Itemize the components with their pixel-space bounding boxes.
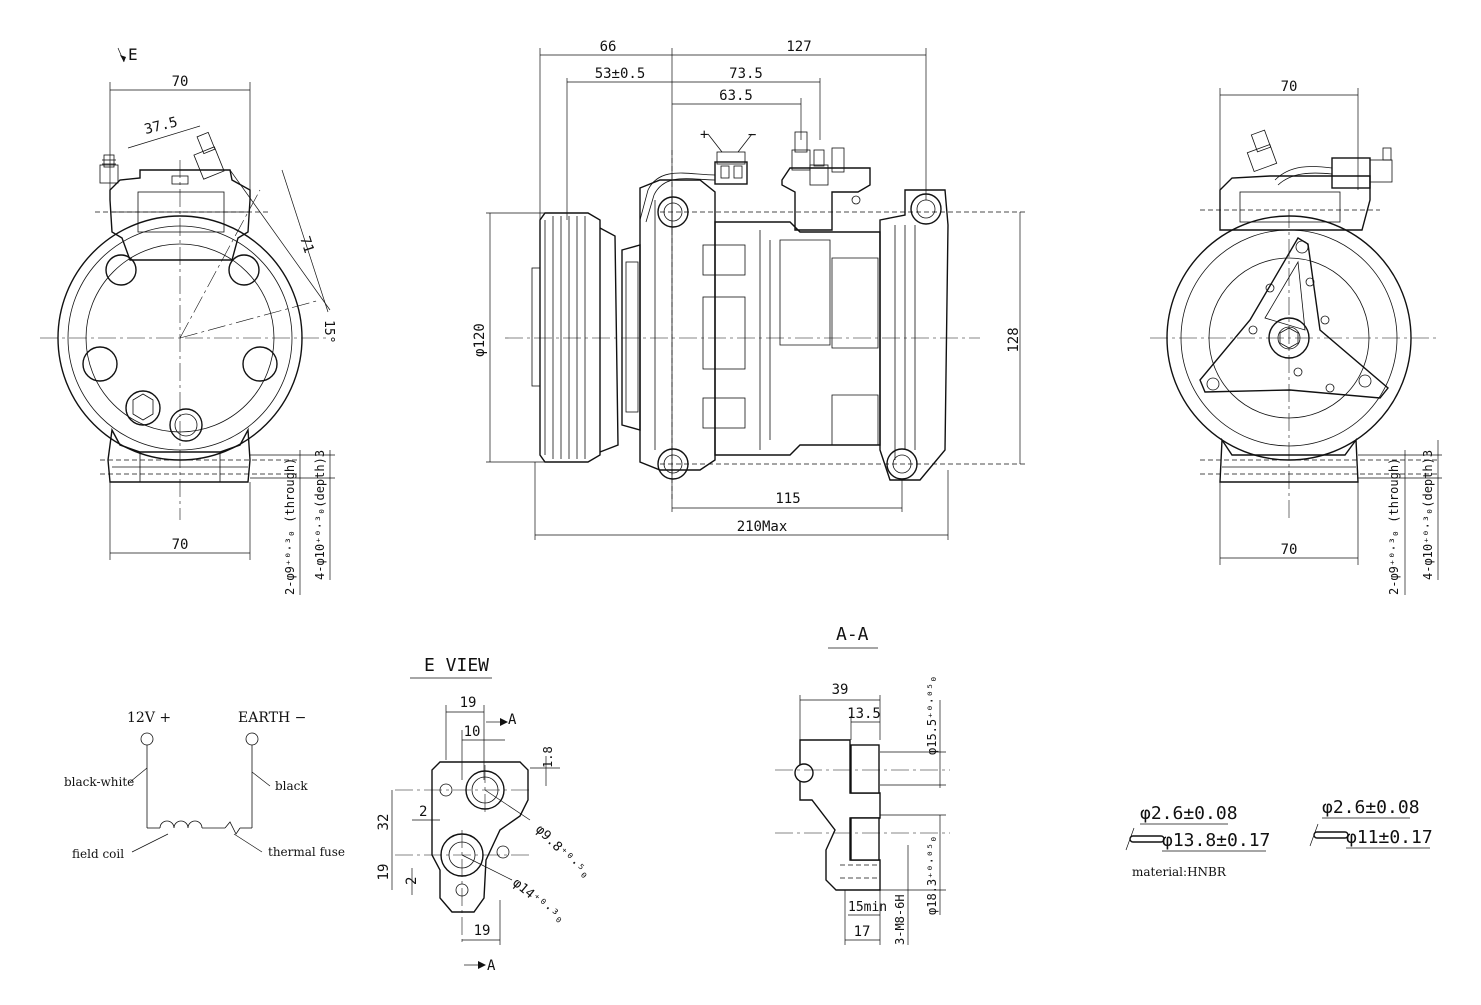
wire-black-white-label: black-white bbox=[64, 775, 134, 789]
o-rings: φ2.6±0.08 φ13.8±0.17 material:HNBR φ2.6±… bbox=[1125, 797, 1433, 879]
e-arrow-a-bottom: A bbox=[487, 958, 496, 974]
field-coil-icon bbox=[159, 820, 203, 829]
oring2-cross-section: φ2.6±0.08 bbox=[1322, 797, 1420, 818]
aa-dim-dia-18-3: φ18.3⁺⁰·⁰⁵₀ bbox=[925, 836, 939, 915]
right-view: 70 bbox=[1150, 79, 1442, 595]
section-aa-title: A-A bbox=[836, 624, 869, 645]
e-arrow-a-top: A bbox=[508, 712, 517, 728]
e-dim-10: 10 bbox=[464, 724, 481, 740]
left-dim-bottom-70: 70 bbox=[172, 537, 189, 553]
front-dim-dia120: φ120 bbox=[472, 323, 488, 357]
field-coil-label: field coil bbox=[72, 847, 124, 861]
front-dim-63-5: 63.5 bbox=[719, 88, 753, 104]
e-dim-32: 32 bbox=[376, 814, 392, 831]
oring1-inner-dia: φ13.8±0.17 bbox=[1162, 830, 1270, 851]
aa-dim-15min: 15min bbox=[848, 900, 887, 915]
left-hole-depth-label: 4-φ10⁺⁰·³₀(depth)3 bbox=[313, 450, 327, 580]
front-dim-53: 53±0.5 bbox=[595, 66, 646, 82]
aa-dim-thread: 3-M8-6H bbox=[893, 894, 907, 945]
e-dim-dia-14: φ14⁺⁰·³₀ bbox=[509, 876, 567, 928]
e-dim-1-8: 1.8 bbox=[541, 746, 555, 768]
e-dim-19-bottom: 19 bbox=[474, 923, 491, 939]
e-dim-2-upper: 2 bbox=[419, 804, 427, 820]
terminal-plus: + bbox=[700, 127, 708, 143]
left-dim-top-70: 70 bbox=[172, 74, 189, 90]
e-dim-2-lower: 2 bbox=[404, 877, 420, 885]
e-view: E VIEW 19 10 A 1.8 32 19 2 2 bbox=[376, 655, 593, 974]
right-dim-top-70: 70 bbox=[1281, 79, 1298, 95]
left-dim-37-5: 37.5 bbox=[143, 114, 180, 138]
right-dim-bottom-70: 70 bbox=[1281, 542, 1298, 558]
right-hole-through-label: 2-φ9⁺⁰·³₀ (through) bbox=[1387, 458, 1401, 595]
thermal-fuse-label: thermal fuse bbox=[268, 845, 345, 859]
wiring-earth-label: EARTH − bbox=[238, 710, 306, 726]
oring1-icon bbox=[1129, 835, 1165, 843]
aa-dim-dia-15-5: φ15.5⁺⁰·⁰⁵₀ bbox=[925, 676, 939, 755]
left-view: E 70 37.5 71 15° bbox=[40, 45, 336, 595]
wiring-12v-label: 12V + bbox=[127, 710, 171, 726]
view-marker-e: E bbox=[128, 45, 138, 64]
wiring-diagram: 12V + EARTH − black-white black field co… bbox=[64, 710, 345, 861]
oring1-cross-section: φ2.6±0.08 bbox=[1140, 803, 1238, 824]
oring-material: material:HNBR bbox=[1132, 865, 1227, 879]
front-dim-128: 128 bbox=[1006, 327, 1022, 352]
oring2-icon bbox=[1313, 831, 1349, 839]
e-dim-dia-9-8: φ9.8⁺⁰·⁵₀ bbox=[532, 822, 592, 882]
right-hole-depth-label: 4-φ10⁺⁰·³₀(depth)3 bbox=[1421, 450, 1435, 580]
front-dim-210max: 210Max bbox=[737, 519, 788, 535]
terminal-12v-icon bbox=[140, 732, 154, 746]
aa-dim-17: 17 bbox=[854, 924, 871, 940]
front-dim-66: 66 bbox=[600, 39, 617, 55]
e-view-title: E VIEW bbox=[424, 655, 489, 676]
left-hole-through-label: 2-φ9⁺⁰·³₀ (through) bbox=[283, 458, 297, 595]
front-dim-115: 115 bbox=[775, 491, 800, 507]
front-view: 66 127 53±0.5 73.5 63.5 + − bbox=[472, 39, 1025, 540]
left-dim-71: 71 bbox=[296, 234, 316, 255]
aa-dim-39: 39 bbox=[832, 682, 849, 698]
oring2-inner-dia: φ11±0.17 bbox=[1346, 827, 1433, 848]
front-dim-127: 127 bbox=[786, 39, 811, 55]
aa-dim-13-5: 13.5 bbox=[847, 706, 881, 722]
wire-black-label: black bbox=[275, 779, 308, 793]
front-dim-73-5: 73.5 bbox=[729, 66, 763, 82]
thermal-fuse-icon bbox=[224, 821, 241, 835]
left-dim-angle-15: 15° bbox=[321, 320, 336, 343]
e-dim-19-left: 19 bbox=[376, 864, 392, 881]
section-aa: A-A 39 13.5 φ15.5⁺⁰·⁰⁵₀ φ18.3⁺⁰·⁰⁵₀ bbox=[775, 624, 950, 945]
e-dim-19-top: 19 bbox=[460, 695, 477, 711]
terminal-minus: − bbox=[748, 127, 756, 143]
terminal-earth-icon bbox=[245, 732, 259, 746]
